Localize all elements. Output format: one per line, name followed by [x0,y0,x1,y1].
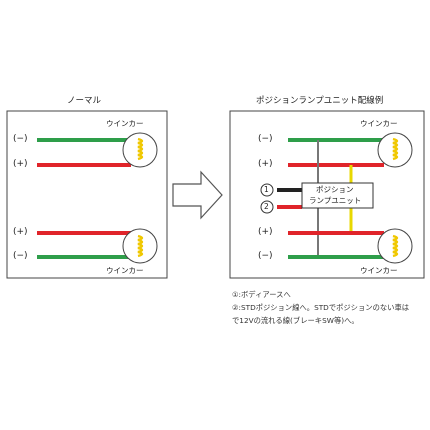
normal-top-bulb [122,132,158,168]
unit-top-minus-label: (−) [258,134,273,144]
normal-bottom-plus-label: (+) [13,227,28,237]
unit-top-bulb [377,132,413,168]
position-lamp-unit-box [301,182,374,209]
note-line-1: ①:ボディアースへ [232,290,291,299]
transition-arrow [172,170,223,220]
marker-2-circle [260,200,274,214]
note-line-3: で12Vの流れる線(ブレーキSW等)へ。 [232,316,359,325]
normal-top-plus-label: (+) [13,159,28,169]
normal-title: ノーマル [67,96,102,106]
normal-top-lamp-label: ウインカー [106,119,144,128]
unit-top-plus-label: (+) [258,159,273,169]
unit-bottom-minus-label: (−) [258,251,273,261]
unit-top-lamp-label: ウインカー [360,119,398,128]
normal-bottom-lamp-label: ウインカー [106,266,144,275]
normal-bottom-minus-label: (−) [13,251,28,261]
unit-box-line1: ポジション [316,185,354,194]
marker-1-circle [260,183,274,197]
unit-bottom-plus-label: (+) [258,227,273,237]
normal-top-minus-label: (−) [13,134,28,144]
marker-2-label: 2 [264,202,269,211]
note-line-2: ②:STDポジション線へ。STDでポジションのない車は [232,303,410,312]
unit-bottom-lamp-label: ウインカー [360,266,398,275]
unit-box-line2: ランプユニット [309,196,362,205]
unit-example-title: ポジションランプユニット配線例 [256,96,384,106]
unit-bottom-bulb [377,228,413,264]
marker-1-label: 1 [264,185,269,194]
normal-bottom-bulb [122,228,158,264]
